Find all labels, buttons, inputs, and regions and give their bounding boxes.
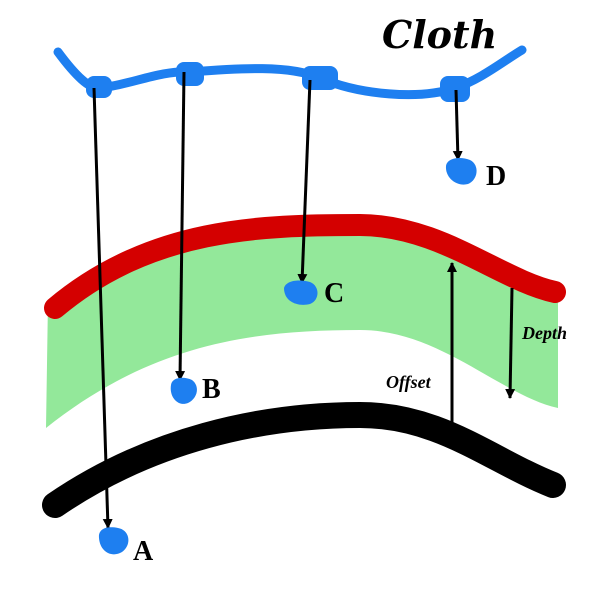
- depth-arrow: [505, 287, 516, 399]
- arrow-to-a: [92, 87, 113, 529]
- point-c: [284, 280, 318, 305]
- point-a: [98, 527, 129, 555]
- arrow-to-d: [452, 89, 463, 161]
- cloth-node: [176, 62, 204, 86]
- label-d: D: [486, 161, 506, 192]
- cloth-node: [302, 66, 338, 90]
- diagram-title: Cloth: [382, 12, 497, 57]
- offset-label: Offset: [386, 372, 432, 392]
- outer-surface-curve: [44, 213, 566, 319]
- depth-band: [46, 224, 558, 428]
- point-d: [445, 158, 477, 185]
- cloth-node: [86, 76, 112, 98]
- point-b: [170, 377, 197, 404]
- arrow-to-b: [175, 71, 186, 381]
- body-surface-curve: [42, 401, 566, 518]
- label-c: C: [324, 278, 344, 309]
- arrow-to-c: [297, 79, 312, 284]
- label-a: A: [133, 536, 154, 567]
- cloth-node: [440, 76, 470, 102]
- label-b: B: [202, 374, 221, 405]
- depth-label: Depth: [521, 323, 567, 343]
